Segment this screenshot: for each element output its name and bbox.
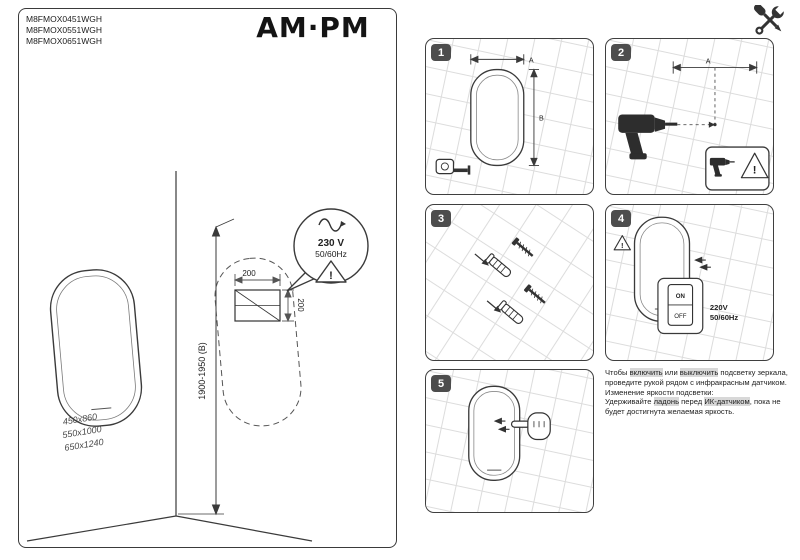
usage-instructions: Чтобы включить или выключить подсветку з…: [605, 368, 793, 417]
step-panel-1: 1 A: [425, 38, 594, 195]
drill-point-arrow: [708, 121, 715, 128]
step3-drawing: [426, 205, 593, 360]
power-badge: 230 V 50/60Hz !: [286, 208, 369, 292]
step5-drawing: [426, 370, 593, 512]
mains-wave-arrow: [340, 221, 346, 227]
warning-triangle-icon: [740, 152, 769, 179]
height-dimension-label: 1900-1950 (B): [197, 342, 207, 400]
step2-drawing: A !: [606, 39, 773, 194]
warning-triangle-icon: [613, 235, 631, 251]
instruction-paragraph: Изменение яркости подсветки:: [605, 387, 714, 397]
step-panel-3: 3: [425, 204, 594, 361]
hand-icon: [510, 412, 551, 441]
warning-exclamation: !: [621, 241, 624, 250]
width-dimension: [469, 54, 525, 65]
spacing-dim-label: A: [706, 57, 711, 65]
instruction-paragraph: Чтобы включить или выключить подсветку з…: [605, 368, 788, 387]
plate-height-label: 200: [296, 298, 305, 312]
installation-drawing: 1900-1950 (B) 200: [26, 171, 369, 542]
model-number: M8FMOX0451WGH: [26, 14, 103, 24]
main-diagram-panel: M8FMOX0451WGH M8FMOX0551WGH M8FMOX0651WG…: [18, 8, 397, 548]
wrench-icon: [755, 5, 787, 35]
approach-arrows: [694, 256, 711, 271]
switch-callout: ON OFF: [657, 277, 704, 335]
motion-arrows: [493, 417, 510, 433]
model-number: M8FMOX0651WGH: [26, 36, 103, 46]
switch-off-label: OFF: [674, 313, 686, 320]
width-dim-label: A: [529, 56, 534, 64]
model-number: M8FMOX0551WGH: [26, 25, 103, 35]
drill-point-mark: [713, 123, 717, 127]
plate-width-label: 200: [242, 269, 256, 278]
step-number-badge: 3: [431, 210, 451, 227]
voltage-label: 220V: [710, 303, 729, 312]
mains-wave-icon: [318, 218, 342, 232]
warning-exclamation: !: [753, 165, 757, 177]
tile-wall: [426, 205, 593, 360]
height-dimension: [528, 68, 540, 167]
plate-height-dimension: [282, 288, 294, 323]
step4-drawing: ! ON OFF 220V 50/60Hz: [606, 205, 773, 360]
mirror-position-dashed: [214, 257, 302, 427]
step-panel-4: 4 ! ON OF: [605, 204, 774, 361]
mirror-icon: [470, 68, 525, 167]
mounting-plate: [234, 289, 281, 322]
step-panel-5: 5: [425, 369, 594, 513]
tools-icon: [753, 5, 787, 35]
switch-on-label: ON: [676, 293, 685, 300]
model-list: M8FMOX0451WGH M8FMOX0551WGH M8FMOX0651WG…: [26, 14, 102, 47]
frequency-label: 50/60Hz: [710, 313, 739, 322]
mirror-icon: [468, 385, 521, 481]
step-panel-2: 2 A: [605, 38, 774, 195]
step-number-badge: 4: [611, 210, 631, 227]
height-dim-label: B: [539, 115, 544, 123]
instruction-paragraph: Удерживайте ладонь перед ИК-датчиком, по…: [605, 397, 781, 417]
warning-box: !: [705, 146, 770, 191]
step-number-badge: 2: [611, 44, 631, 61]
warning-exclamation: !: [329, 270, 333, 282]
frequency-label: 50/60Hz: [315, 249, 347, 259]
step-number-badge: 5: [431, 375, 451, 392]
mirror-drawing: [49, 269, 143, 427]
ir-sensor-mark: [91, 407, 112, 411]
warning-triangle-icon: [315, 260, 347, 283]
step-number-badge: 1: [431, 44, 451, 61]
tape-measure-icon: [435, 158, 471, 175]
voltage-label: 230 V: [318, 238, 344, 249]
plate-width-dimension: [233, 274, 282, 286]
brand-logo: AM·PM: [256, 11, 370, 44]
step1-drawing: A B: [426, 39, 593, 194]
room-corner-lines: [26, 171, 313, 542]
height-dimension: [178, 218, 235, 516]
